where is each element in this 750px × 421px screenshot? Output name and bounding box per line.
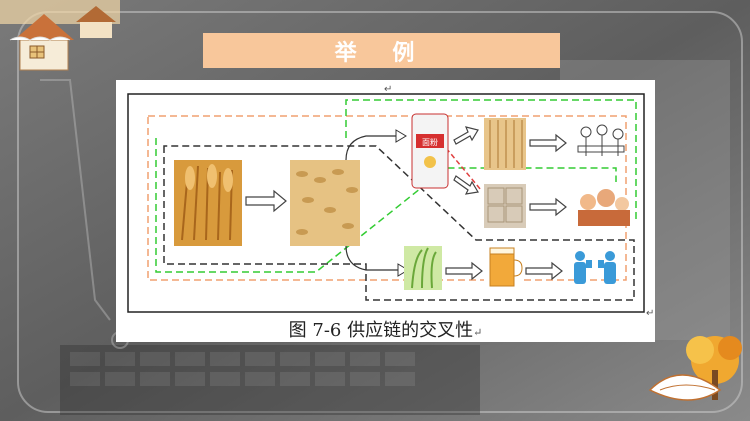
- flour-bag-image: 面粉: [411, 113, 449, 189]
- biscuit-image: [484, 184, 526, 228]
- family-eating-image: [577, 124, 625, 156]
- para-mark-corner: ↵: [646, 308, 654, 319]
- beer-image: [484, 244, 524, 290]
- para-mark-top: ↵: [384, 84, 392, 95]
- green-chain-path: [155, 99, 637, 273]
- bag-label: 面粉: [422, 137, 438, 147]
- curved-arrow-down: [345, 245, 398, 271]
- arrow-icon: [245, 189, 287, 213]
- tree-decoration-icon: [648, 336, 742, 401]
- caption-text: 图 7-6 供应链的交叉性: [288, 320, 474, 341]
- supply-chain-diagram: 面粉: [127, 84, 654, 319]
- wheat-image: [174, 160, 242, 246]
- arrow-icon: [453, 126, 479, 195]
- arrow-icon: [445, 133, 567, 281]
- family-snack-image: [578, 189, 630, 226]
- figure-caption: 图 7-6 供应链的交叉性↵: [116, 316, 655, 342]
- keyboard-decoration: [60, 345, 480, 415]
- house-decoration-icon: [0, 0, 120, 71]
- diagram-frame: [127, 93, 645, 313]
- slide-title: 举 例: [203, 33, 560, 68]
- figure-panel: 面粉: [116, 80, 655, 342]
- noodles-image: [484, 118, 526, 170]
- curved-arrow-up: [345, 135, 396, 161]
- grain-image: [290, 160, 360, 246]
- people-toast-image: [574, 251, 616, 284]
- bok-choy-image: [404, 246, 442, 290]
- caption-para-mark: ↵: [473, 326, 483, 339]
- orange-chain-path: [147, 115, 627, 281]
